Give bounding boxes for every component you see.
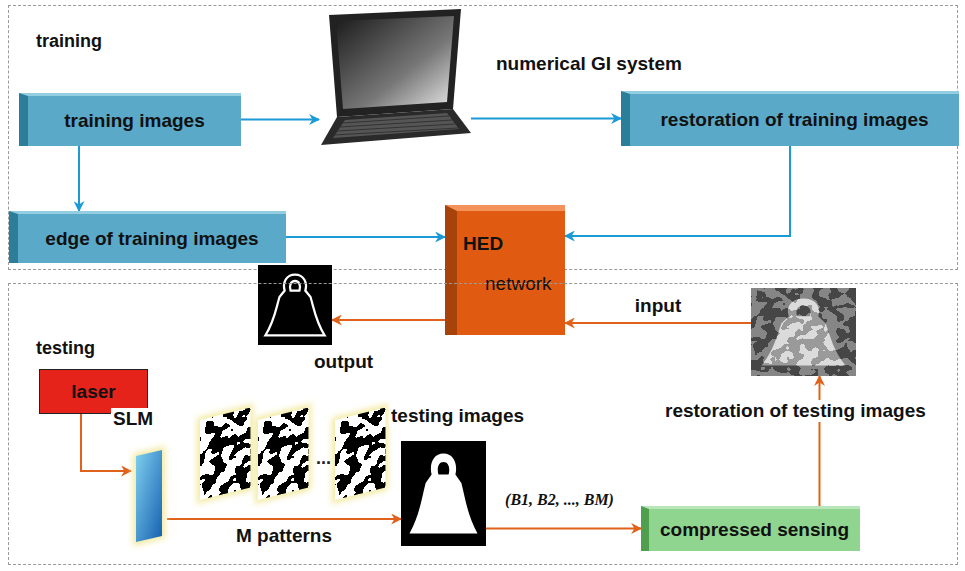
flow-arrow — [332, 319, 445, 321]
network-box: HEDnetwork — [445, 205, 565, 335]
process-box: edge of training images — [9, 211, 286, 263]
flow-arrow — [286, 236, 445, 238]
flow-arrow — [167, 518, 401, 520]
process-box: training images — [19, 93, 241, 146]
ellipsis-label: ... — [316, 448, 331, 469]
node-label: HED — [463, 233, 503, 255]
testing-region: testing restoration of testing images lase… — [8, 283, 958, 565]
section-heading: testing — [36, 338, 95, 359]
bell-shape — [410, 454, 478, 534]
flow-arrow — [471, 118, 621, 120]
node-label: output — [312, 351, 375, 373]
flow-arrow — [241, 119, 319, 121]
flow-arrow — [78, 146, 80, 211]
section-heading: training — [36, 31, 102, 52]
flow-arrow — [486, 528, 641, 530]
restored-image: restoration of testing images — [751, 288, 856, 376]
node-label: laser — [71, 381, 115, 403]
edge-label: M patterns — [234, 525, 334, 547]
slm-face — [136, 450, 162, 542]
flow-arrow — [565, 322, 751, 324]
node-drawing — [319, 9, 471, 151]
computer-icon: numerical GI system — [319, 9, 471, 151]
edge-image: output — [258, 265, 332, 345]
node-label: training images — [64, 110, 204, 132]
node-drawing — [751, 288, 856, 376]
node-drawing — [131, 446, 167, 546]
laptop-lid — [329, 9, 461, 117]
speckle-patterns — [197, 404, 388, 504]
node-label: restoration of testing images — [663, 400, 928, 422]
node-label: testing images — [389, 405, 526, 427]
laptop-screen — [336, 16, 454, 109]
process-box: restoration of training images — [621, 91, 959, 146]
laptop-base — [321, 109, 471, 145]
node-label: restoration of training images — [660, 109, 928, 131]
node-label: edge of training images — [45, 228, 258, 250]
node-label: numerical GI system — [496, 53, 682, 75]
edge-label: input — [633, 295, 683, 317]
process-box: compressed sensing — [641, 506, 860, 551]
flow-arrow — [565, 146, 790, 236]
node-drawing — [401, 441, 486, 546]
edge-label: (B1, B2, ..., BM) — [503, 491, 616, 509]
slm-panel: SLM — [131, 446, 167, 546]
node-label: compressed sensing — [660, 519, 849, 541]
node-drawing — [258, 265, 332, 345]
object-image: testing images — [401, 441, 486, 546]
node-label: SLM — [111, 408, 155, 430]
